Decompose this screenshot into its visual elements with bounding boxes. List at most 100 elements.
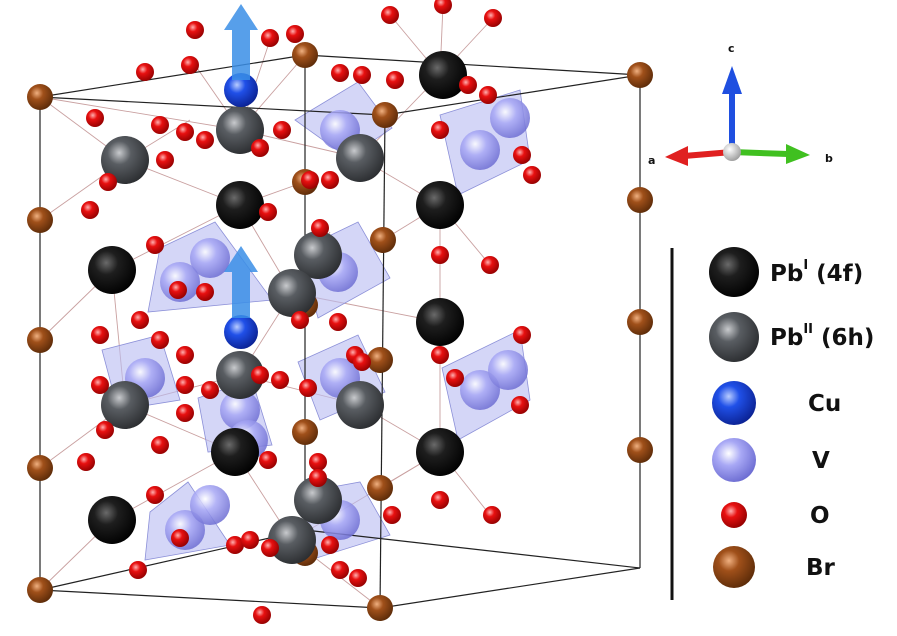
o-atom — [271, 371, 289, 389]
o-atom — [146, 486, 164, 504]
br-atom — [627, 437, 653, 463]
o-atom — [483, 506, 501, 524]
pb1-atom — [416, 428, 464, 476]
legend-pb1-site: (4f) — [816, 261, 864, 287]
o-atom — [523, 166, 541, 184]
br-atom — [367, 347, 393, 373]
o-atom — [136, 63, 154, 81]
o-atom — [299, 379, 317, 397]
pb1-atom — [211, 428, 259, 476]
br-atom — [367, 595, 393, 621]
pb2-atom — [268, 516, 316, 564]
o-atom — [329, 313, 347, 331]
o-atom — [176, 346, 194, 364]
br-atom — [27, 455, 53, 481]
br-atom — [370, 227, 396, 253]
o-atom — [383, 506, 401, 524]
br-atom — [627, 187, 653, 213]
pb1-atom — [88, 496, 136, 544]
o-atom — [151, 331, 169, 349]
axis-c-label: c — [728, 42, 735, 55]
legend-v-swatch — [712, 438, 756, 482]
legend-o-swatch — [721, 502, 747, 528]
o-atom — [446, 369, 464, 387]
o-atom — [181, 56, 199, 74]
pb1-atom — [88, 246, 136, 294]
pb1-atom — [416, 298, 464, 346]
spin-arrow-up-icon — [224, 246, 258, 318]
o-atom — [176, 404, 194, 422]
pb2-atom — [336, 134, 384, 182]
o-atom — [251, 366, 269, 384]
o-atom — [481, 256, 499, 274]
legend-pb2-element: Pb — [770, 325, 804, 351]
v-atom — [190, 238, 230, 278]
v-atom — [190, 485, 230, 525]
legend-pb2-superscript: II — [803, 321, 814, 337]
cu-atom — [224, 315, 258, 349]
pb2-atom — [268, 269, 316, 317]
o-atom — [196, 131, 214, 149]
atoms — [27, 0, 653, 624]
o-atom — [291, 311, 309, 329]
o-atom — [331, 561, 349, 579]
o-atom — [434, 0, 452, 14]
o-atom — [259, 203, 277, 221]
axis-b-label: b — [825, 152, 833, 165]
legend-pb1-superscript: I — [803, 257, 809, 273]
o-atom — [261, 539, 279, 557]
legend-item-o: O — [810, 491, 830, 541]
o-atom — [86, 109, 104, 127]
legend-pb1-swatch — [709, 247, 759, 297]
o-atom — [176, 376, 194, 394]
o-atom — [353, 353, 371, 371]
legend-swatches — [709, 247, 759, 588]
o-atom — [91, 326, 109, 344]
o-atom — [349, 569, 367, 587]
pb1-atom — [419, 51, 467, 99]
axis-a-label: a — [648, 154, 655, 167]
br-atom — [27, 327, 53, 353]
legend-cu-element: Cu — [808, 391, 842, 417]
o-atom — [99, 173, 117, 191]
o-atom — [129, 561, 147, 579]
o-atom — [321, 536, 339, 554]
o-atom — [431, 121, 449, 139]
br-atom — [27, 84, 53, 110]
o-atom — [169, 281, 187, 299]
o-atom — [77, 453, 95, 471]
o-atom — [91, 376, 109, 394]
o-atom — [251, 139, 269, 157]
o-atom — [259, 451, 277, 469]
br-atom — [292, 42, 318, 68]
legend-item-cu: Cu — [808, 379, 841, 429]
o-atom — [176, 123, 194, 141]
o-atom — [146, 236, 164, 254]
legend-cu-swatch — [712, 381, 756, 425]
o-atom — [201, 381, 219, 399]
o-atom — [196, 283, 214, 301]
o-atom — [321, 171, 339, 189]
o-atom — [253, 606, 271, 624]
o-atom — [513, 146, 531, 164]
spin-arrows — [224, 4, 258, 318]
o-atom — [151, 116, 169, 134]
spin-arrow-up-icon — [224, 4, 258, 80]
v-atom — [220, 390, 260, 430]
legend-br-swatch — [713, 546, 755, 588]
pb2-atom — [336, 381, 384, 429]
pb1-atom — [416, 181, 464, 229]
pb1-atom — [216, 181, 264, 229]
br-atom — [27, 207, 53, 233]
legend-pb2-swatch — [709, 312, 759, 362]
o-atom — [353, 66, 371, 84]
o-atom — [81, 201, 99, 219]
o-atom — [301, 171, 319, 189]
pb2-atom — [101, 136, 149, 184]
br-atom — [27, 577, 53, 603]
o-atom — [286, 25, 304, 43]
o-atom — [171, 529, 189, 547]
o-atom — [186, 21, 204, 39]
